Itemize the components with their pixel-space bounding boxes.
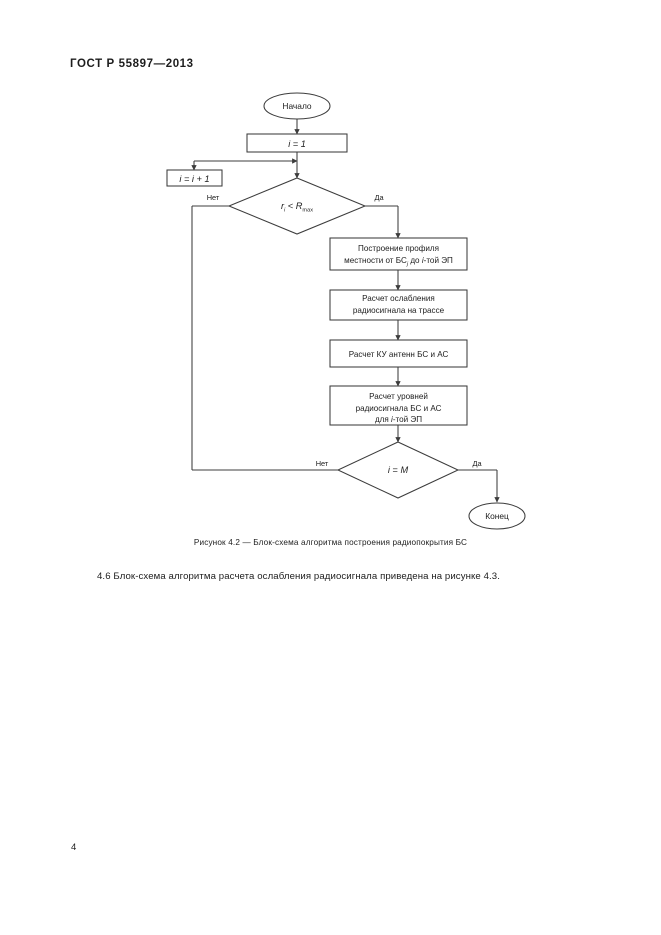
profile-text-b: до [408, 256, 422, 265]
decision-radius-sub-max: max [302, 207, 313, 213]
decision-radius-sub-i: i [284, 207, 286, 213]
page-number: 4 [71, 842, 77, 853]
decision-radius-r: r [281, 201, 285, 211]
node-antenna-gain-line1: Расчет КУ антенн БС и АС [349, 350, 449, 359]
flowchart-svg: Начало i = 1 i = i + 1 ri < Rmax Нет Да … [166, 92, 526, 530]
levels-text-i: i [391, 415, 393, 424]
body-paragraph: 4.6 Блок-схема алгоритма расчета ослабле… [97, 571, 501, 582]
edge-label-last-no: Нет [316, 459, 329, 468]
profile-sub-j: j [406, 261, 409, 267]
node-init-label: i = 1 [288, 139, 306, 149]
node-end-shape [468, 502, 526, 530]
node-decision-last-shape [336, 441, 460, 499]
edge-label-radius-no: Нет [207, 193, 220, 202]
profile-text-d: -той ЭП [424, 256, 453, 265]
decision-last-i: i [388, 465, 391, 475]
node-attenuation-line1: Расчет ослабления [362, 294, 435, 303]
node-attenuation-shape [329, 289, 468, 321]
node-signal-levels-shape [329, 385, 468, 426]
node-profile-shape [329, 237, 468, 271]
figure-caption: Рисунок 4.2 — Блок-схема алгоритма постр… [193, 538, 468, 547]
node-signal-levels-line2: радиосигнала БС и АС [356, 404, 442, 413]
node-attenuation-line2: радиосигнала на трассе [353, 306, 445, 315]
node-antenna-gain-shape [329, 339, 468, 368]
decision-radius-op: < [285, 201, 295, 211]
profile-text-c: i [422, 256, 424, 265]
decision-radius-R: R [296, 201, 303, 211]
flowchart-figure: Начало i = 1 i = i + 1 ri < Rmax Нет Да … [166, 92, 526, 530]
levels-text-c: -той ЭП [393, 415, 422, 424]
decision-last-m: M [400, 465, 408, 475]
node-decision-radius-label: ri < Rmax [281, 201, 313, 213]
node-signal-levels-line3: для i-той ЭП [375, 415, 422, 424]
edge-label-radius-yes: Да [374, 193, 384, 202]
profile-text-a: местности от БС [344, 256, 407, 265]
document-header: ГОСТ Р 55897—2013 [70, 58, 194, 70]
node-decision-radius-shape [227, 177, 367, 235]
node-start-label: Начало [282, 101, 312, 111]
node-profile-line2: местности от БСj до i-той ЭП [344, 256, 453, 267]
decision-last-eq: = [390, 465, 400, 475]
node-end-label: Конец [485, 511, 509, 521]
node-profile-line1: Построение профиля [358, 244, 439, 253]
node-increment-label: i = i + 1 [179, 174, 209, 184]
node-decision-last-label: i = M [388, 465, 409, 475]
levels-text-a: для [375, 415, 391, 424]
edge-label-last-yes: Да [472, 459, 482, 468]
node-signal-levels-line1: Расчет уровней [369, 392, 428, 401]
